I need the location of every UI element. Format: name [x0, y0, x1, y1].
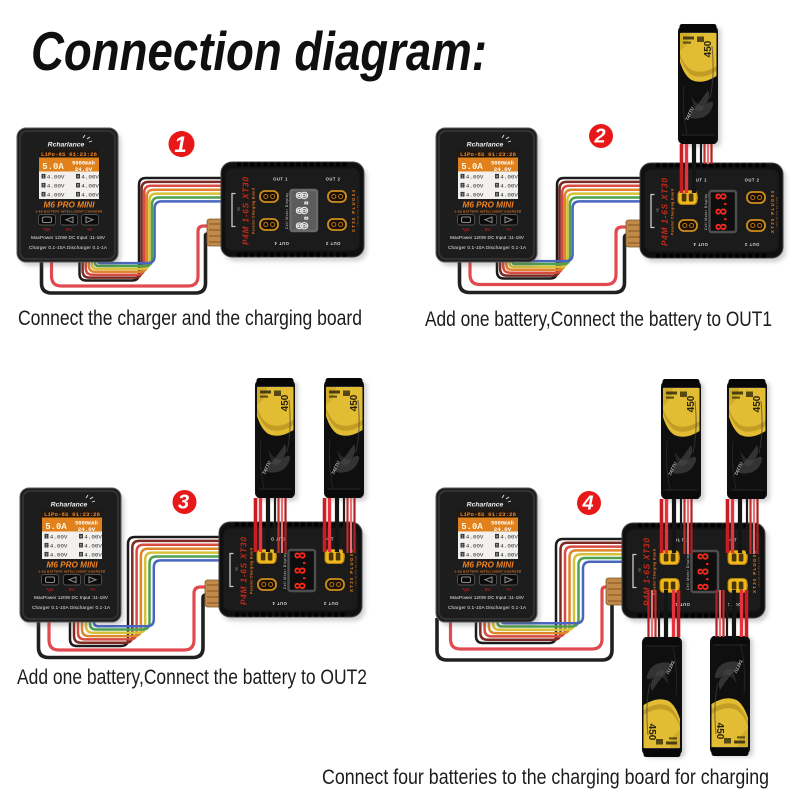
svg-text:Connect the charger and the ch: Connect the charger and the charging boa… [18, 306, 362, 330]
svg-text:8.8.8: 8.8.8 [292, 552, 311, 590]
svg-text:4: 4 [581, 493, 593, 515]
svg-text:Add one battery,Connect the ba: Add one battery,Connect the battery to O… [17, 665, 367, 689]
svg-text:Connection diagram:: Connection diagram: [31, 21, 487, 82]
svg-text:Connect four batteries to the: Connect four batteries to the charging b… [322, 765, 769, 789]
svg-text:8.8.8: 8.8.8 [294, 192, 313, 230]
svg-text:8.8.8: 8.8.8 [695, 553, 714, 591]
svg-text:1: 1 [174, 132, 186, 157]
svg-text:3: 3 [178, 492, 189, 514]
svg-text:Add one battery,Connect the ba: Add one battery,Connect the battery to O… [425, 307, 772, 331]
svg-text:2: 2 [593, 126, 605, 148]
svg-text:8.8.8: 8.8.8 [713, 193, 732, 231]
